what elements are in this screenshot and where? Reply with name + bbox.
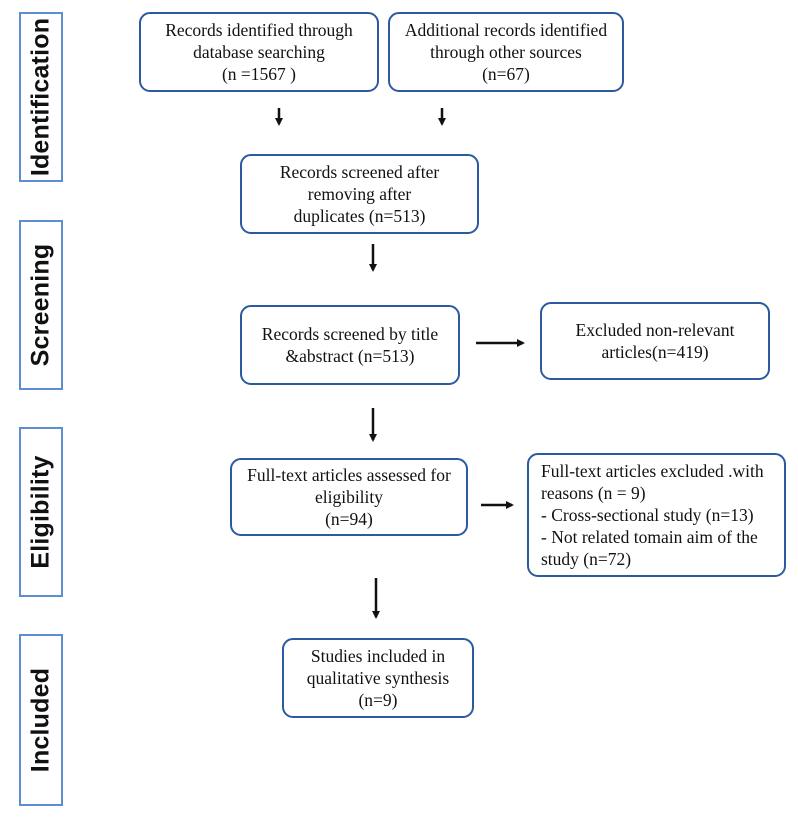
box-line: eligibility <box>314 487 384 507</box>
phase-identification: Identification <box>19 12 63 182</box>
database-records-box: Records identified through database sear… <box>139 12 379 92</box>
phase-included-label: Included <box>26 667 55 773</box>
box-line: (n=94) <box>325 509 373 529</box>
phase-identification-label: Identification <box>26 17 55 177</box>
box-line: (n=9) <box>358 690 398 710</box>
box-line: qualitative synthesis <box>306 668 450 688</box>
box-line: removing after <box>307 184 412 204</box>
title-abstract-box: Records screened by title &abstract (n=5… <box>240 305 460 385</box>
phase-screening: Screening <box>19 220 63 390</box>
box-line: Excluded non-relevant <box>575 320 735 340</box>
box-line: through other sources <box>430 42 582 62</box>
box-line: - Not related tomain aim of the <box>541 527 758 547</box>
box-line: articles(n=419) <box>601 342 709 362</box>
fulltext-assessed-box: Full-text articles assessed for eligibil… <box>230 458 468 536</box>
box-line: Studies included in <box>310 646 446 666</box>
box-line: Additional records identified <box>404 20 608 40</box>
box-line: database searching <box>193 42 325 62</box>
box-line: reasons (n = 9) <box>541 483 646 503</box>
box-line: duplicates (n=513) <box>293 206 426 226</box>
phase-eligibility-label: Eligibility <box>26 455 55 569</box>
box-line: Full-text articles assessed for <box>247 465 451 485</box>
included-studies-box: Studies included in qualitative synthesi… <box>282 638 474 718</box>
box-line: (n=67) <box>482 64 530 84</box>
box-line: Records identified through <box>165 20 353 40</box>
excluded-nonrelevant-box: Excluded non-relevant articles(n=419) <box>540 302 770 380</box>
box-line: &abstract (n=513) <box>285 346 415 366</box>
box-line: Full-text articles excluded .with <box>541 461 764 481</box>
box-line: Records screened by title <box>261 324 439 344</box>
other-sources-box: Additional records identified through ot… <box>388 12 624 92</box>
box-line: Records screened after <box>279 162 440 182</box>
phase-included: Included <box>19 634 63 806</box>
fulltext-excluded-box: Full-text articles excluded .with reason… <box>527 453 786 577</box>
box-line: - Cross-sectional study (n=13) <box>541 505 754 525</box>
phase-screening-label: Screening <box>26 243 55 367</box>
box-line: (n =1567 ) <box>221 64 297 84</box>
phase-eligibility: Eligibility <box>19 427 63 597</box>
box-line: study (n=72) <box>541 549 632 569</box>
after-duplicates-box: Records screened after removing after du… <box>240 154 479 234</box>
